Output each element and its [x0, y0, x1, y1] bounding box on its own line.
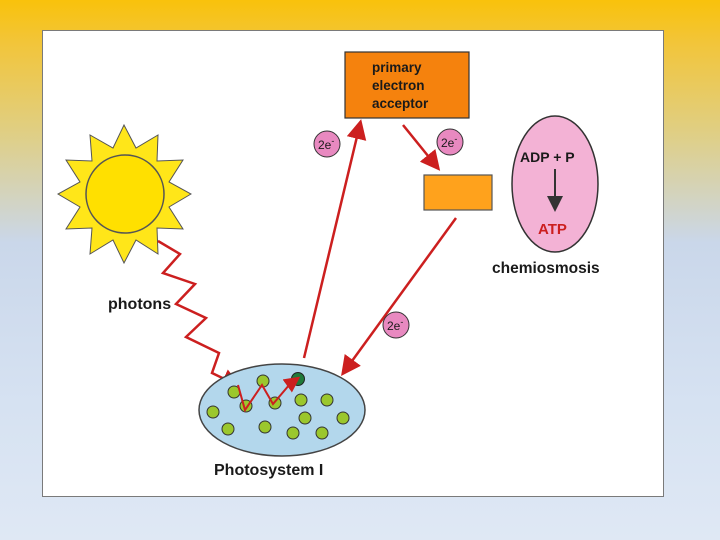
pigment-molecule	[315, 426, 329, 440]
acceptor-label-line3: acceptor	[372, 96, 429, 111]
electron-label: 2e	[387, 319, 401, 333]
photon-arrow	[157, 239, 242, 388]
electron-label: 2e	[318, 138, 332, 152]
svg-text:2e-: 2e-	[441, 134, 457, 150]
energy-transfer-path	[237, 376, 301, 413]
electron-label: 2e	[441, 136, 455, 150]
electron-arrow-up	[302, 119, 367, 359]
electron-badge: 2e-	[313, 130, 341, 158]
pigment-molecule	[320, 393, 334, 407]
photons-label: photons	[108, 296, 171, 313]
electron-arrow-to-transport	[402, 124, 441, 171]
electron-charge: -	[400, 317, 403, 327]
pigment-molecule	[286, 426, 300, 440]
electron-charge: -	[454, 134, 457, 144]
acceptor-label-line2: electron	[372, 78, 425, 93]
electron-transport-box	[423, 174, 493, 211]
svg-text:2e-: 2e-	[387, 317, 403, 333]
acceptor-label-line1: primary	[372, 60, 422, 75]
atp-label: ATP	[538, 221, 567, 238]
primary-electron-acceptor-box	[344, 51, 470, 119]
pigment-molecule	[294, 393, 308, 407]
electron-badge: 2e-	[436, 128, 464, 156]
pigment-molecule	[258, 420, 272, 434]
adp-label: ADP + P	[520, 149, 575, 165]
pigment-molecule	[336, 411, 350, 425]
electron-charge: -	[331, 136, 334, 146]
sun-icon	[56, 123, 193, 265]
electron-badge: 2e-	[382, 311, 410, 339]
chemiosmosis-label: chemiosmosis	[492, 260, 600, 277]
reaction-center-molecule	[291, 372, 305, 386]
svg-text:2e-: 2e-	[318, 136, 334, 152]
pigment-molecule	[221, 422, 235, 436]
photosystem	[198, 363, 366, 457]
electron-arrow-return	[341, 217, 458, 377]
pigment-molecule	[298, 411, 312, 425]
pigment-molecule	[206, 405, 220, 419]
photosystem-label: Photosystem I	[214, 462, 323, 479]
chemiosmosis: ADP + P ATP	[511, 115, 599, 253]
